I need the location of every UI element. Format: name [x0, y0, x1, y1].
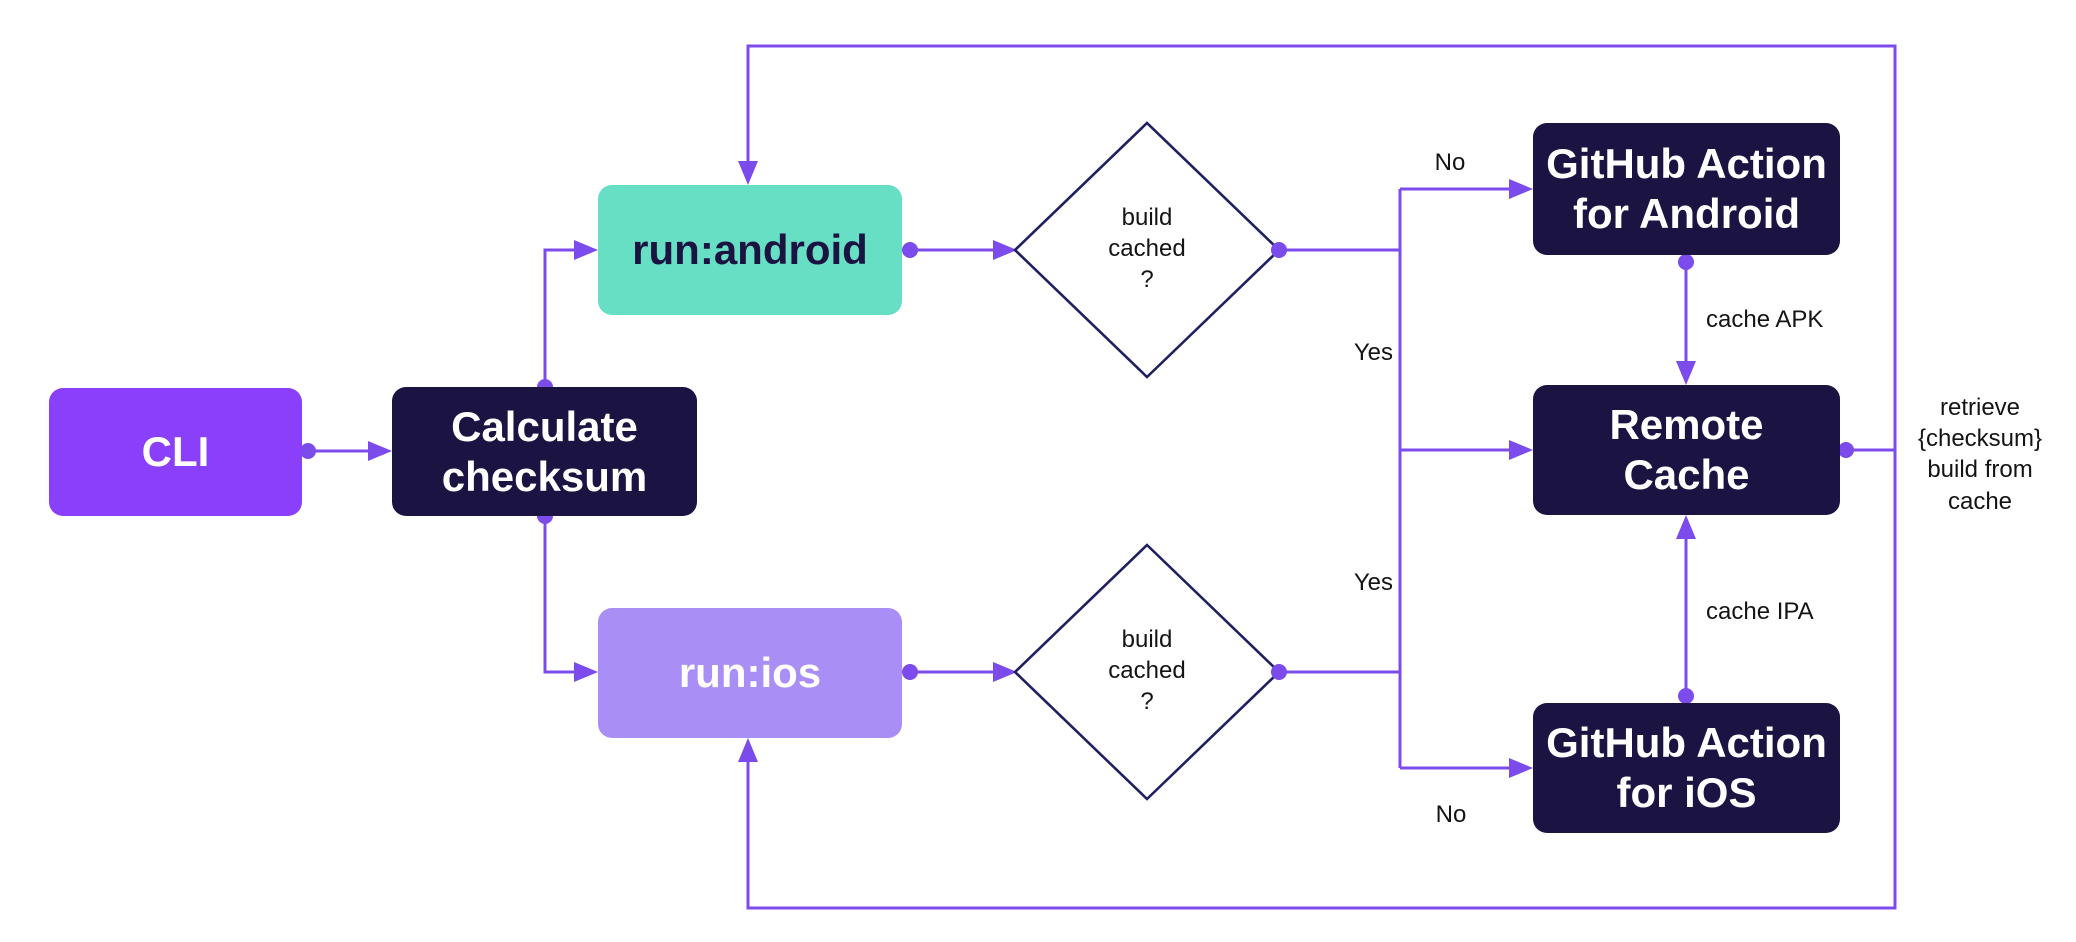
label-no-ios: No — [1435, 801, 1467, 828]
arrowhead-right-icon — [368, 441, 392, 461]
label-cache-apk: cache APK — [1706, 306, 1824, 333]
label-yes-ios: Yes — [1353, 569, 1393, 596]
connector-dot — [300, 443, 316, 459]
decision-build-cached-ios: build cached ? — [1108, 626, 1186, 716]
arrowhead-right-icon — [574, 662, 598, 682]
arrowhead-right-icon — [993, 662, 1017, 682]
connector-dot — [902, 664, 918, 680]
arrowhead-up-icon — [738, 738, 758, 762]
connector-dot — [902, 242, 918, 258]
connector-dot — [1678, 688, 1694, 704]
label-cache-ipa: cache IPA — [1706, 598, 1814, 625]
arrowhead-down-icon — [1676, 361, 1696, 385]
node-cli: CLI — [49, 388, 302, 516]
arrowhead-right-icon — [993, 240, 1017, 260]
node-remote-cache: Remote Cache — [1533, 385, 1840, 515]
node-github-action-ios: GitHub Action for iOS — [1533, 703, 1840, 833]
edge-checksum-to-run-ios — [543, 516, 574, 674]
label-no-android: No — [1434, 149, 1466, 176]
arrowhead-right-icon — [1509, 758, 1533, 778]
label-yes-android: Yes — [1353, 339, 1393, 366]
edge-checksum-to-run-android — [543, 248, 574, 387]
connector-dot — [1678, 254, 1694, 270]
node-run-android: run:android — [598, 185, 902, 315]
edge-retrieve-loop — [746, 44, 1897, 910]
label-retrieve-from-cache: retrieve {checksum} build from cache — [1917, 394, 2043, 515]
arrowhead-right-icon — [574, 240, 598, 260]
connector-dot — [1838, 442, 1854, 458]
node-github-action-android: GitHub Action for Android — [1533, 123, 1840, 255]
arrowhead-down-icon — [738, 161, 758, 185]
arrowhead-up-icon — [1676, 515, 1696, 539]
connector-dot — [1271, 664, 1287, 680]
node-run-ios: run:ios — [598, 608, 902, 738]
decision-diamond-android — [1013, 121, 1281, 379]
node-calculate-checksum: Calculate checksum — [392, 387, 697, 516]
decision-diamond-ios — [1013, 543, 1281, 801]
arrowhead-right-icon — [1509, 179, 1533, 199]
arrowhead-right-icon — [1509, 440, 1533, 460]
connector-dot — [1271, 242, 1287, 258]
decision-build-cached-android: build cached ? — [1108, 204, 1186, 294]
